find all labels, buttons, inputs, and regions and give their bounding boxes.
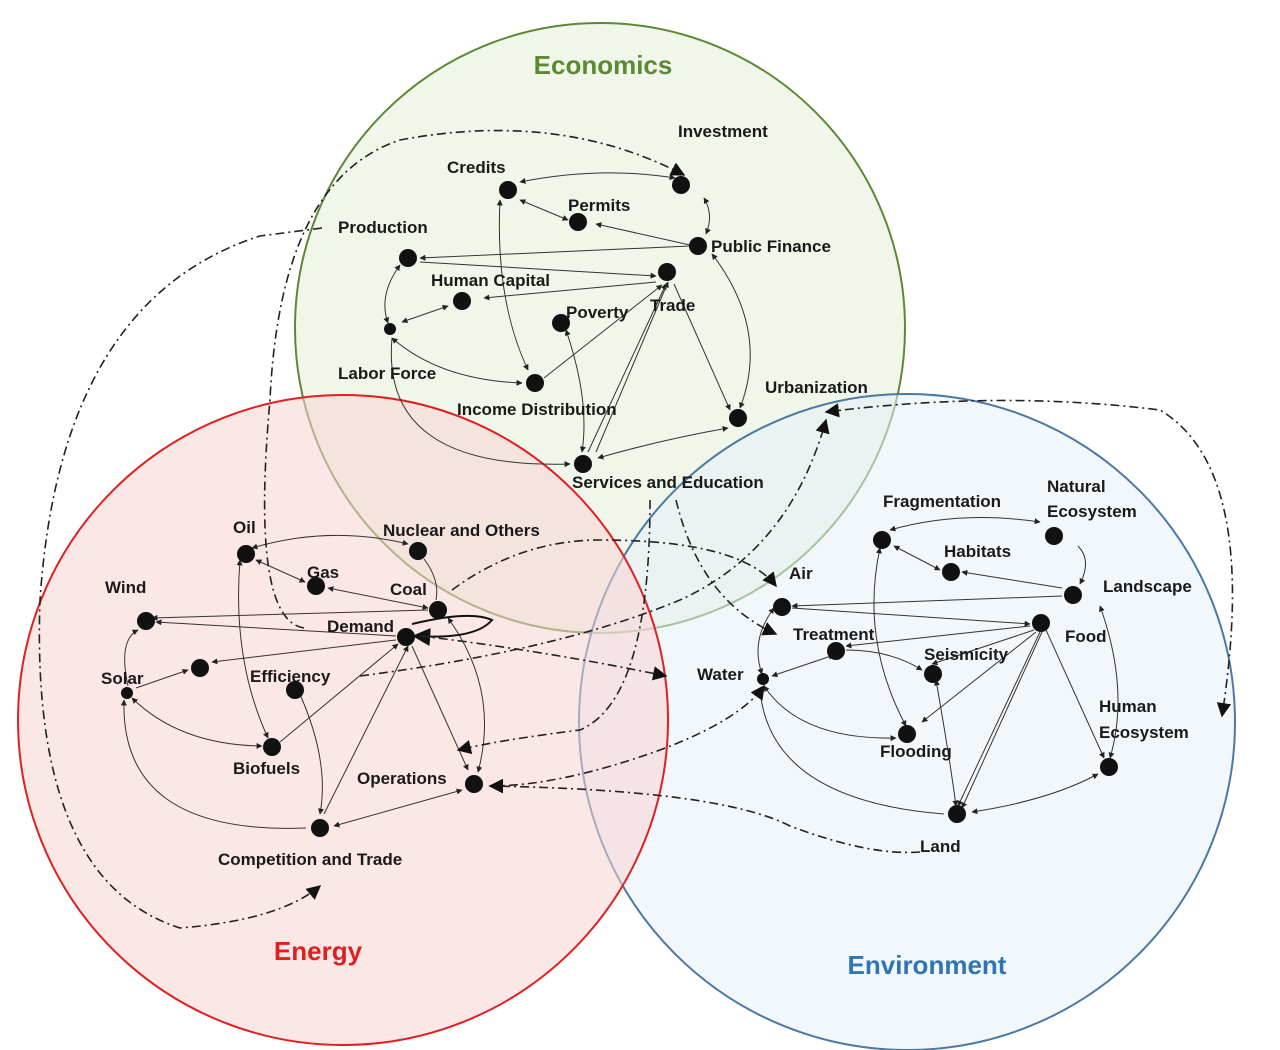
label-wind: Wind (105, 578, 146, 597)
label-permits: Permits (568, 196, 630, 215)
node-labels: Investment Credits Permits Public Financ… (101, 122, 1192, 869)
internal-links (120, 172, 1119, 829)
node-air (773, 598, 791, 616)
label-food: Food (1065, 627, 1107, 646)
node-gas (307, 577, 325, 595)
environment-title: Environment (848, 950, 1007, 980)
label-labor-force: Labor Force (338, 364, 436, 383)
label-services-education: Services and Education (572, 473, 764, 492)
node-production (399, 249, 417, 267)
label-treatment: Treatment (793, 625, 875, 644)
node-seismicity (924, 665, 942, 683)
label-nuclear-others: Nuclear and Others (383, 521, 540, 540)
economics-title: Economics (534, 50, 673, 80)
label-human-ecosystem-line2: Ecosystem (1099, 723, 1189, 742)
node-coal (429, 601, 447, 619)
label-income-distribution: Income Distribution (457, 400, 617, 419)
node-biofuels (263, 738, 281, 756)
node-land (948, 805, 966, 823)
node-competition-trade (311, 819, 329, 837)
label-trade: Trade (650, 296, 695, 315)
label-public-finance: Public Finance (711, 237, 831, 256)
cross-domain-links (38, 129, 1234, 929)
energy-title: Energy (274, 936, 363, 966)
node-demand (397, 628, 415, 646)
label-investment: Investment (678, 122, 768, 141)
node-flooding (898, 725, 916, 743)
label-coal: Coal (390, 580, 427, 599)
node-poverty (552, 314, 570, 332)
label-water: Water (697, 665, 744, 684)
label-urbanization: Urbanization (765, 378, 868, 397)
node-landscape (1064, 586, 1082, 604)
label-gas: Gas (307, 563, 339, 582)
label-land: Land (920, 837, 961, 856)
node-efficiency (286, 681, 304, 699)
label-oil: Oil (233, 518, 256, 537)
node-natural-ecosystem (1045, 527, 1063, 545)
node-solar (121, 687, 133, 699)
node-food (1032, 614, 1050, 632)
node-habitats (942, 563, 960, 581)
node-human-capital (453, 292, 471, 310)
node-labor-force (384, 323, 396, 335)
node-operations (465, 775, 483, 793)
node-investment (672, 176, 690, 194)
label-natural-ecosystem-line2: Ecosystem (1047, 502, 1137, 521)
label-landscape: Landscape (1103, 577, 1192, 596)
label-poverty: Poverty (566, 303, 629, 322)
label-production: Production (338, 218, 428, 237)
node-fragmentation (873, 531, 891, 549)
node-solar-source (191, 659, 209, 677)
node-treatment (827, 642, 845, 660)
label-fragmentation: Fragmentation (883, 492, 1001, 511)
node-public-finance (689, 237, 707, 255)
label-efficiency: Efficiency (250, 667, 331, 686)
label-air: Air (789, 564, 813, 583)
node-income-distribution (526, 374, 544, 392)
node-water (757, 673, 769, 685)
node-trade (658, 263, 676, 281)
label-demand: Demand (327, 617, 394, 636)
label-natural-ecosystem-line1: Natural (1047, 477, 1106, 496)
node-oil (237, 545, 255, 563)
node-human-ecosystem (1100, 758, 1118, 776)
label-solar: Solar (101, 669, 144, 688)
label-biofuels: Biofuels (233, 759, 300, 778)
label-seismicity: Seismicity (924, 645, 1009, 664)
label-human-ecosystem-line1: Human (1099, 697, 1157, 716)
node-credits (499, 181, 517, 199)
label-operations: Operations (357, 769, 447, 788)
label-competition-trade: Competition and Trade (218, 850, 402, 869)
node-permits (569, 213, 587, 231)
node-urbanization (729, 409, 747, 427)
node-services-education (574, 455, 592, 473)
node-wind (137, 612, 155, 630)
label-human-capital: Human Capital (431, 271, 550, 290)
label-credits: Credits (447, 158, 506, 177)
node-nuclear-others (409, 542, 427, 560)
label-habitats: Habitats (944, 542, 1011, 561)
label-flooding: Flooding (880, 742, 952, 761)
node-dots (121, 176, 1118, 837)
